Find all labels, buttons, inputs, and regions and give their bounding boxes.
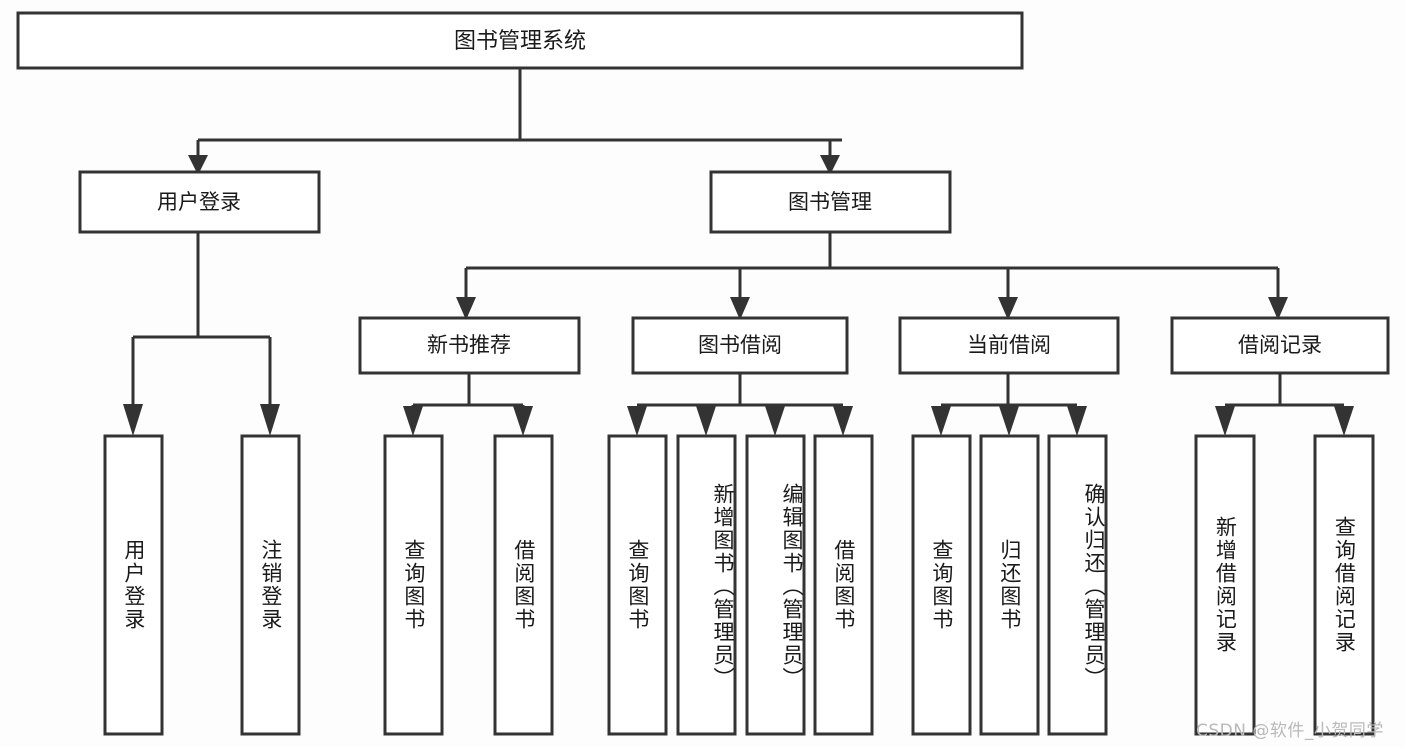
arrowhead-leaf-query-book-3	[931, 406, 951, 436]
node-leaf-add-book[interactable]	[676, 434, 737, 736]
node-leaf-confirm-return[interactable]	[1047, 434, 1108, 736]
node-leaf-query-record[interactable]	[1313, 434, 1375, 736]
arrowhead-leaf-add-book	[696, 406, 716, 436]
node-current-borrow[interactable]	[898, 316, 1120, 375]
connector-layer	[123, 68, 1354, 436]
node-leaf-return-book[interactable]	[979, 434, 1040, 736]
node-book-borrow[interactable]	[631, 316, 849, 375]
arrowhead-leaf-query-book-1	[403, 406, 423, 436]
node-new-book-rec-label: 新书推荐	[427, 333, 511, 357]
node-leaf-query-book-1[interactable]	[383, 434, 444, 736]
node-leaf-borrow-book-2[interactable]	[813, 434, 874, 736]
arrowhead-new-book-rec	[456, 297, 476, 320]
node-leaf-query-book-3[interactable]	[911, 434, 972, 736]
node-new-book-rec[interactable]	[358, 316, 581, 375]
node-book-manage-label: 图书管理	[788, 190, 872, 214]
node-book-borrow-label: 图书借阅	[698, 333, 782, 357]
node-current-borrow-label: 当前借阅	[967, 333, 1051, 357]
node-leaf-query-book-2[interactable]	[607, 434, 668, 736]
arrowhead-leaf-return-book	[999, 406, 1019, 436]
arrowhead-current-borrow	[998, 297, 1018, 320]
node-layer: 图书管理系统 用户登录 图书管理 新书推荐 图书借阅 当前借阅 借阅记录	[16, 11, 1390, 736]
node-user-login-label: 用户登录	[157, 190, 241, 214]
arrowhead-book-borrow	[730, 297, 750, 320]
arrowhead-leaf-user-login	[123, 404, 143, 436]
arrowhead-leaf-borrow-book-2	[833, 406, 853, 436]
arrowhead-leaf-add-record	[1215, 406, 1235, 436]
node-borrow-record[interactable]	[1170, 316, 1390, 375]
node-book-manage[interactable]	[709, 170, 952, 234]
node-leaf-borrow-book-1[interactable]	[493, 434, 554, 736]
arrowhead-user-login	[188, 155, 208, 175]
arrowhead-leaf-logout	[260, 404, 280, 436]
node-user-login[interactable]	[78, 170, 321, 234]
node-leaf-user-login[interactable]	[103, 434, 164, 736]
arrowhead-leaf-query-book-2	[627, 406, 647, 436]
node-root[interactable]	[16, 11, 1024, 70]
node-borrow-record-label: 借阅记录	[1238, 333, 1322, 357]
arrowhead-book-manage	[820, 155, 840, 175]
node-root-label: 图书管理系统	[454, 29, 586, 54]
arrowhead-leaf-edit-book	[765, 406, 785, 436]
arrowhead-leaf-confirm-return	[1067, 406, 1087, 436]
arrowhead-leaf-query-record	[1334, 406, 1354, 436]
node-leaf-add-record[interactable]	[1194, 434, 1256, 736]
arrowhead-leaf-borrow-book-1	[513, 406, 533, 436]
csdn-watermark: CSDN @软件_小贺同学	[1196, 721, 1384, 741]
arrowhead-borrow-record	[1268, 297, 1288, 320]
node-leaf-logout[interactable]	[240, 434, 301, 736]
node-leaf-edit-book[interactable]	[745, 434, 806, 736]
